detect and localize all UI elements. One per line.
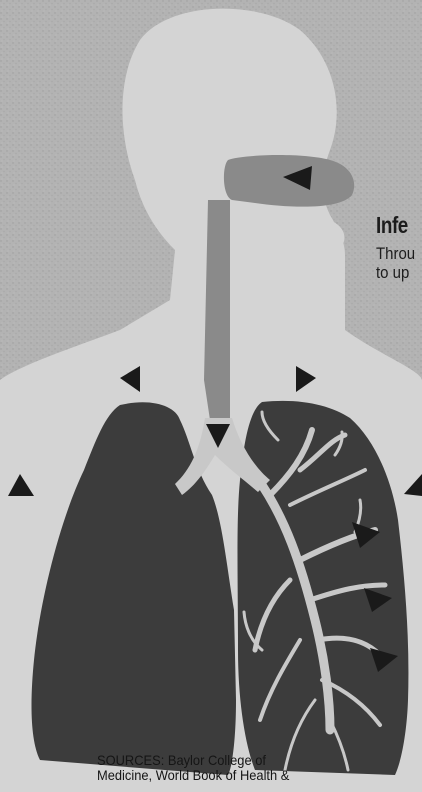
sources-credit: SOURCES: Baylor College of Medicine, Wor…: [97, 753, 336, 783]
sources-line-2: Medicine, World Book of Health &: [97, 768, 336, 783]
subline-line-2: to up: [376, 263, 422, 282]
nasal-passage: [224, 155, 354, 207]
sources-line-1: SOURCES: Baylor College of: [97, 753, 336, 768]
headline-text: Infe: [376, 212, 422, 242]
trachea: [204, 200, 230, 420]
subline-text: Throu to up: [376, 244, 422, 282]
subline-line-1: Throu: [376, 244, 422, 263]
